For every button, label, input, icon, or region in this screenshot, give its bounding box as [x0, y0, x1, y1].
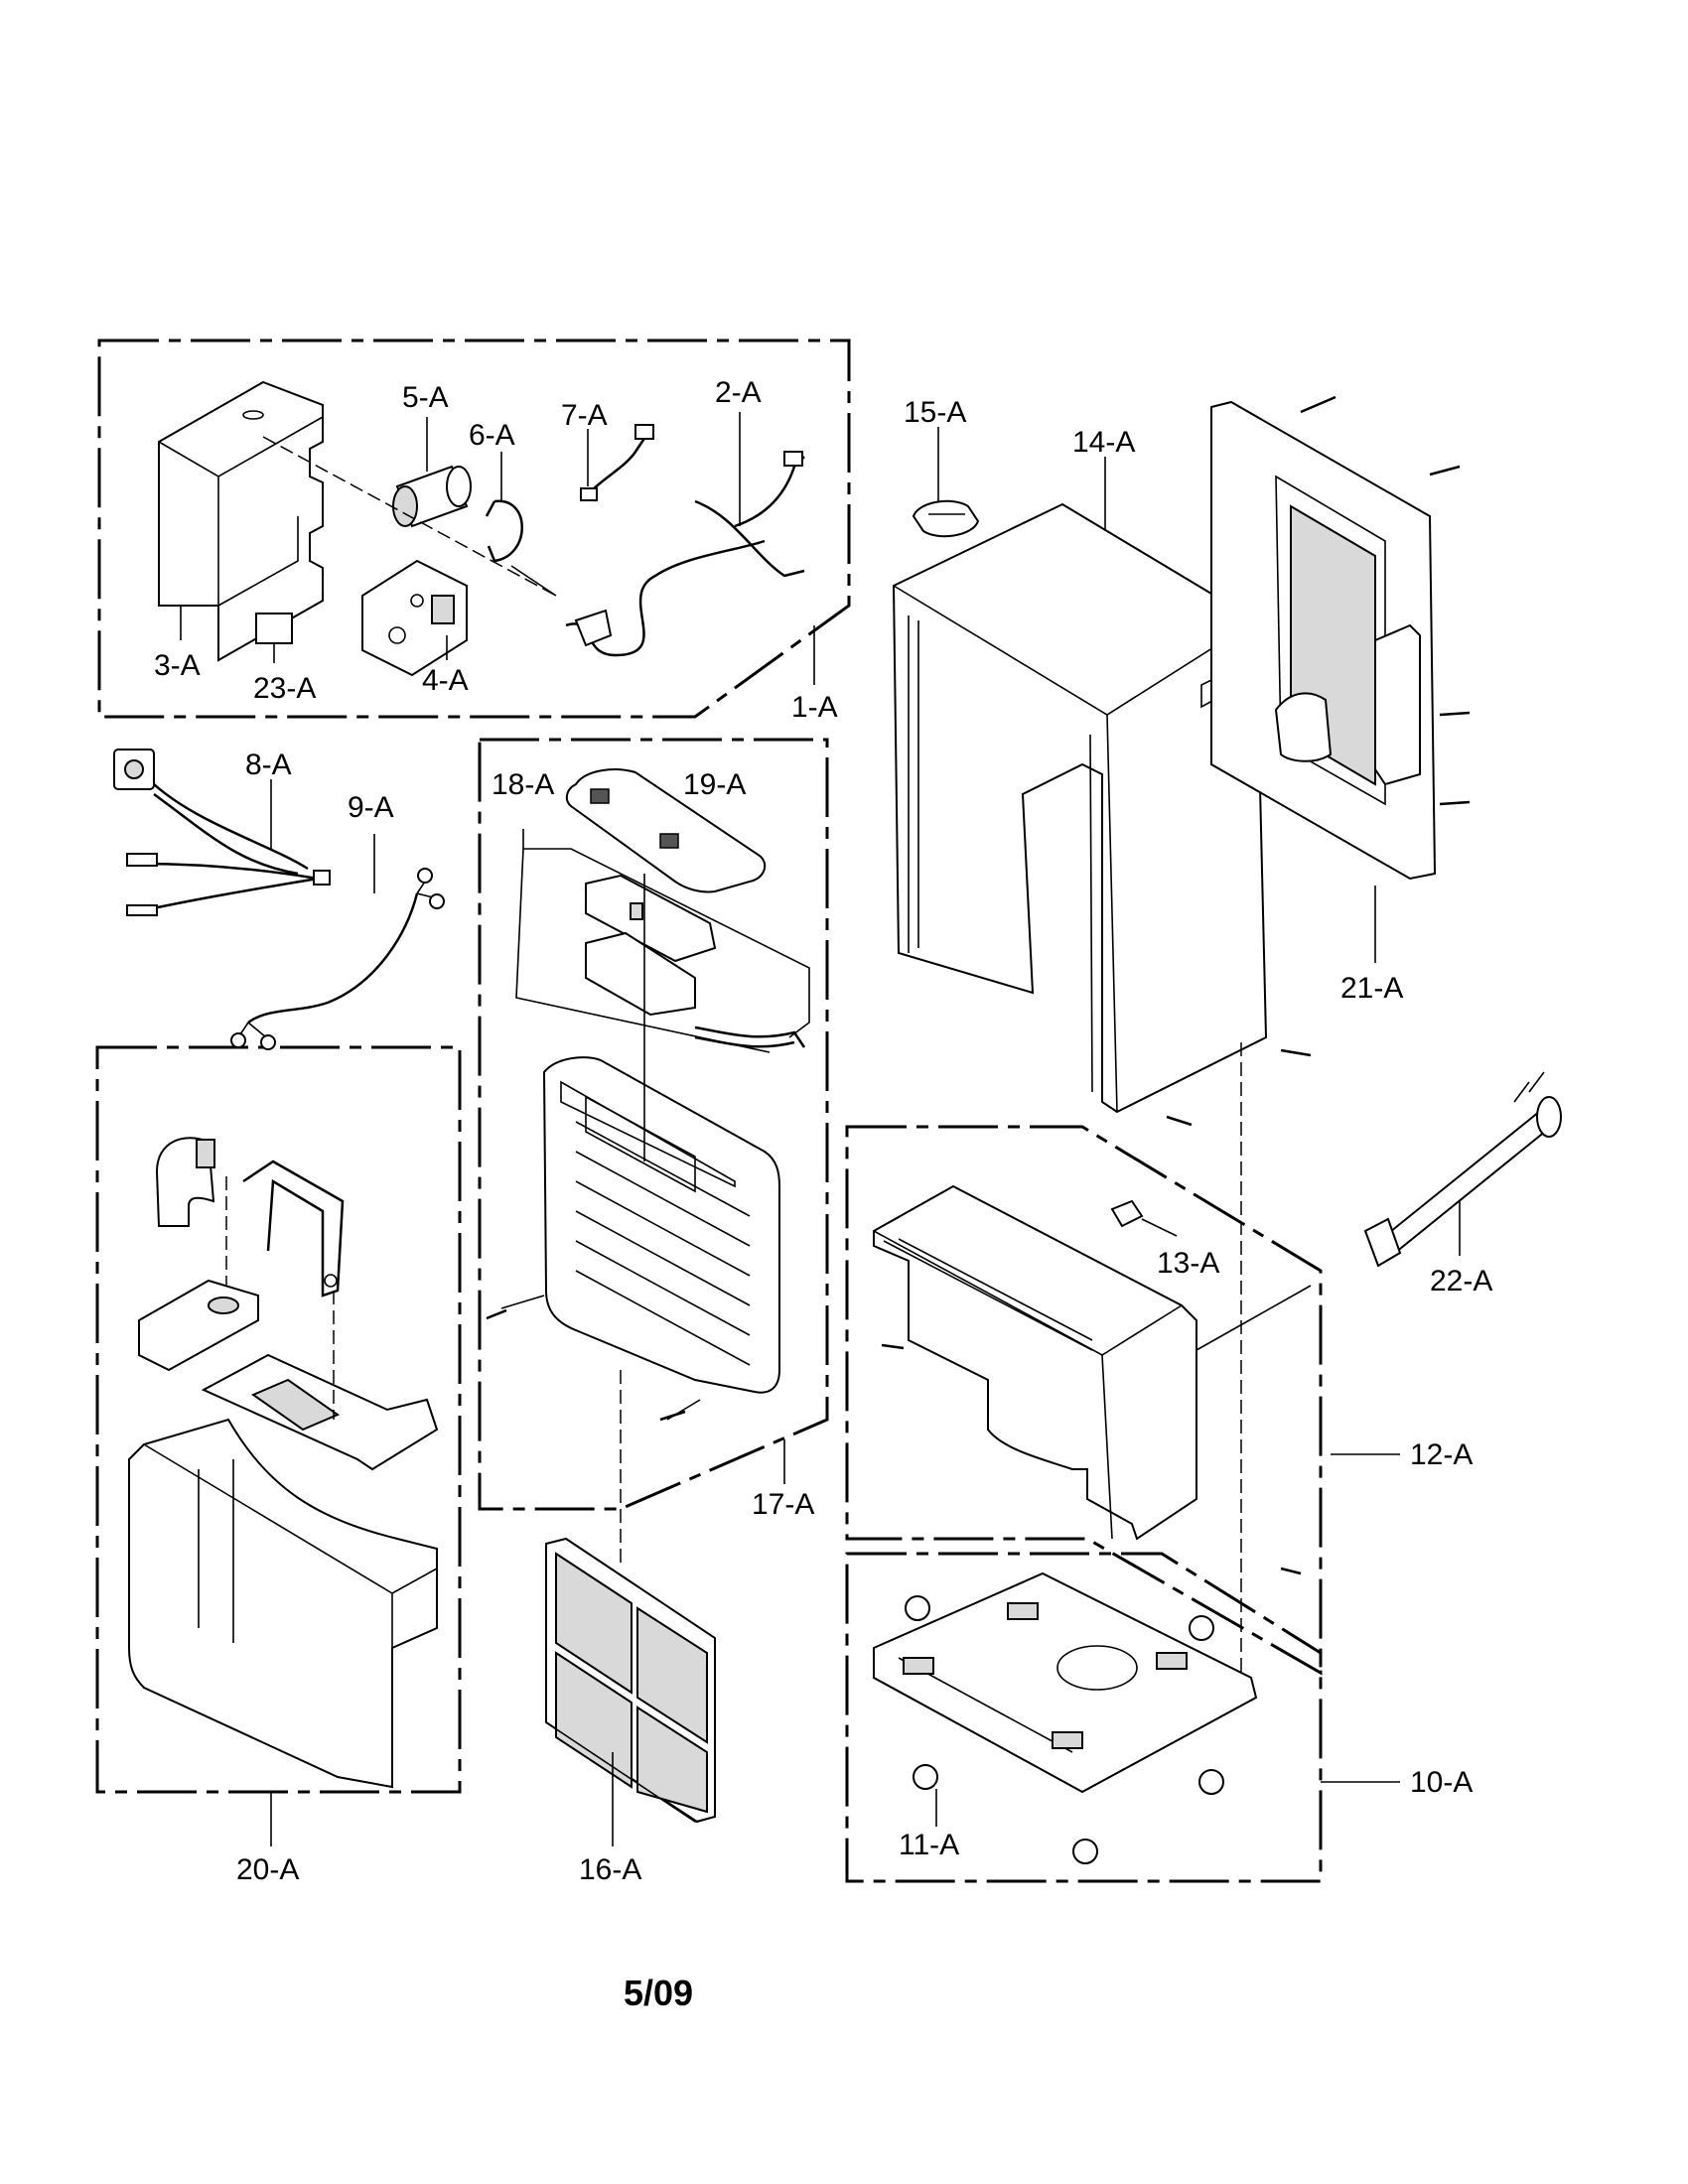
bucket-handle-part [242, 1160, 345, 1297]
label-17-a: 17-A [752, 1488, 814, 1521]
group-box-base-frame [845, 1125, 1323, 1676]
group-box-electrical [97, 339, 851, 719]
drain-hose-part [1363, 1071, 1562, 1268]
back-panel-part [1210, 400, 1437, 881]
label-21-a: 21-A [1340, 972, 1403, 1005]
drain-elbow-part [155, 1137, 215, 1227]
caster-wheels-part [905, 1595, 1224, 1864]
capacitor-part [392, 465, 472, 528]
label-14-a: 14-A [1072, 426, 1135, 459]
wire-harness-part [113, 749, 331, 916]
label-1-a: 1-A [791, 691, 838, 724]
pcb-board-part [361, 559, 468, 677]
label-23-a: 23-A [253, 672, 316, 705]
group-box-water-bucket [95, 1045, 462, 1794]
label-22-a: 22-A [1430, 1265, 1492, 1297]
group-box-base-plate [845, 1552, 1323, 1883]
thermistor-wire-part [589, 436, 647, 502]
leader-lines-electrical [180, 412, 815, 685]
group-box-front-panel [478, 738, 829, 1511]
label-5-a: 5-A [402, 381, 449, 414]
label-10-a: 10-A [1410, 1766, 1473, 1799]
label-13-a: 13-A [1157, 1247, 1219, 1280]
control-box-part [158, 380, 324, 662]
label-15-a: 15-A [904, 396, 966, 429]
air-filter-part [545, 1537, 716, 1824]
label-11-a: 11-A [899, 1829, 959, 1861]
part-labels: 1-A 2-A 3-A 4-A 5-A 6-A 7-A 8-A 9-A 10-A… [154, 376, 1492, 1886]
capacitor-clamp-part [485, 499, 523, 563]
sensor-wire-part [230, 868, 445, 1050]
ribbon-cable-part [694, 1025, 806, 1048]
water-bucket-part [128, 1418, 438, 1789]
footer-date: 5/09 [624, 1973, 693, 2013]
label-8-a: 8-A [245, 749, 292, 781]
label-16-a: 16-A [579, 1853, 641, 1886]
label-20-a: 20-A [236, 1853, 299, 1886]
label-6-a: 6-A [469, 419, 515, 452]
label-12-a: 12-A [1410, 1438, 1473, 1471]
float-tray-part [201, 1353, 439, 1471]
cabinet-part [892, 502, 1268, 1114]
grommet-part [912, 499, 980, 538]
screws [486, 395, 1471, 1575]
label-3-a: 3-A [154, 649, 201, 682]
bucket-lid-part [138, 1279, 259, 1372]
front-grille-part [542, 1056, 780, 1394]
label-19-a: 19-A [683, 768, 746, 801]
label-2-a: 2-A [715, 376, 762, 409]
base-plate-part [873, 1571, 1258, 1794]
control-panel-part [585, 874, 717, 1017]
label-18-a: 18-A [492, 768, 554, 801]
label-9-a: 9-A [348, 791, 394, 824]
display-cover-part [565, 768, 767, 893]
base-frame-part [873, 1184, 1197, 1541]
label-7-a: 7-A [561, 399, 608, 432]
label-4-a: 4-A [422, 664, 469, 697]
relay-part [255, 613, 293, 644]
